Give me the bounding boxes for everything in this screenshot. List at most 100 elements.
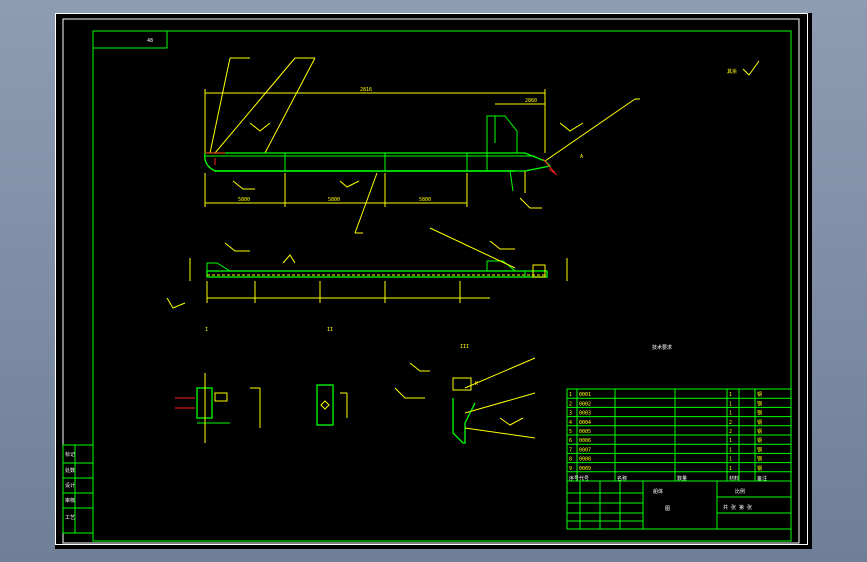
detail-view-i [175,373,261,443]
parts-table-cell: 0003 [579,411,591,417]
parts-table-cell: 钢 [757,428,762,435]
weld-symbol [249,122,271,132]
plan-outline [206,270,548,278]
parts-table-header: 名称 [617,475,627,482]
leader-line [544,98,636,162]
code-box [92,30,168,49]
parts-table-cell: 0008 [579,457,591,463]
parts-table-cell: 0007 [579,447,591,453]
main-elevation-view: 2816 2860 5800 5800 5800 [204,57,640,234]
weld-symbol [519,197,542,209]
dim-bottom-2: 5800 [328,197,340,203]
parts-table-cell: 钢 [757,400,762,407]
parts-table-cell: 钢 [757,446,762,453]
roughness-symbol: 其余 [727,60,760,76]
title-company: 图 [665,506,670,512]
strip-cell: 设计 [65,482,75,489]
parts-table-cell: 钢 [757,391,762,398]
drawing-name: 船体 [653,488,663,495]
detail-view-iii: K [394,357,536,444]
leader-line [464,392,536,414]
cad-drawing-canvas[interactable]: 48 其余 2816 2860 [55,13,812,549]
leader-line [429,227,516,269]
strip-cell: 标记 [65,451,75,458]
roughness-label: 其余 [727,68,737,75]
parts-table-cell: 8 [569,457,572,463]
parts-table-cell: 钢 [757,419,762,426]
leader-line [464,427,536,439]
parts-table-cell: 7 [569,447,572,453]
parts-table-cell: 2 [729,429,732,435]
parts-table-cell: 0006 [579,438,591,444]
parts-list-table: 1 0001 1 钢 2 0002 1 钢 3 0003 1 钢 4 0004 2 钢 5 0005 2 钢 6 0006… [566,388,792,482]
parts-table-cell: 1 [729,457,732,463]
leader-line [209,57,231,154]
weld-symbol [224,242,250,252]
sheet-label: 共 张 第 张 [723,504,752,511]
weld-symbol [339,180,360,188]
view-label-i: I [205,327,208,333]
sheet-inner-frame [92,30,792,542]
view-label-k: K [475,381,478,387]
detail-view-ii [316,384,348,426]
parts-table-cell: 3 [569,411,572,417]
parts-table-cell: 2 [729,420,732,426]
parts-table-cell: 5 [569,429,572,435]
parts-table-cell: 0001 [579,392,591,398]
parts-table-cell: 1 [729,466,732,472]
view-label-ii: II [327,327,333,333]
parts-table-cell: 0002 [579,401,591,407]
parts-table-cell: 0004 [579,420,591,426]
parts-table-cell: 1 [729,392,732,398]
parts-table-cell: 0005 [579,429,591,435]
parts-table-cell: 钢 [757,437,762,444]
strip-cell: 审核 [65,497,75,504]
cad-drawing-viewport[interactable]: 48 其余 2816 2860 [55,13,812,549]
title-block: 船体 图 比例 共 张 第 张 [566,480,792,530]
left-revision-strip: 标记 处数 设计 审核 工艺 [62,444,94,534]
weld-symbol [232,180,255,190]
weld-symbol [499,417,524,426]
weld-symbol [166,297,186,309]
strip-cell: 工艺 [65,515,75,521]
dim-overall: 2816 [360,87,372,93]
dim-stern: 2860 [525,98,537,104]
weld-symbol [394,387,425,399]
parts-table-cell: 1 [729,438,732,444]
parts-table-cell: 1 [729,447,732,453]
code-box-text: 48 [147,38,153,44]
weld-symbol [559,122,584,132]
leader-line [214,57,296,154]
parts-table-cell: 1 [729,411,732,417]
parts-table-header: 材料 [729,475,739,482]
parts-table-cell: 钢 [757,465,762,472]
view-label-iii: III [460,344,469,350]
parts-table-header: 备注 [757,475,767,482]
dim-bottom-1: 5800 [238,197,250,203]
parts-table-cell: 钢 [757,410,762,417]
parts-table-cell: 1 [569,392,572,398]
parts-table-header: 序号 [569,475,579,482]
strip-cell: 处数 [65,467,75,474]
parts-table-cell: 2 [569,401,572,407]
parts-table-cell: 0009 [579,466,591,472]
view-label-a: A [580,154,583,160]
weld-symbol [409,362,430,372]
stern-structure [486,115,518,153]
parts-table-cell: 4 [569,420,572,426]
dim-bottom-3: 5800 [419,197,431,203]
parts-table-cell: 钢 [757,456,762,463]
parts-table-header: 代号 [579,475,589,482]
scale-label: 比例 [735,488,745,495]
parts-table-header: 数量 [677,475,687,482]
leader-line [464,357,536,389]
parts-table-cell: 1 [729,401,732,407]
weld-symbol [489,240,515,250]
parts-table-cell: 9 [569,466,572,472]
notes-title: 技术要求 [652,344,672,351]
plan-view: I II III [166,227,568,350]
sheet-outer-frame [55,13,808,545]
leader-line [264,57,316,154]
sheet-border [62,18,800,544]
parts-table-cell: 6 [569,438,572,444]
